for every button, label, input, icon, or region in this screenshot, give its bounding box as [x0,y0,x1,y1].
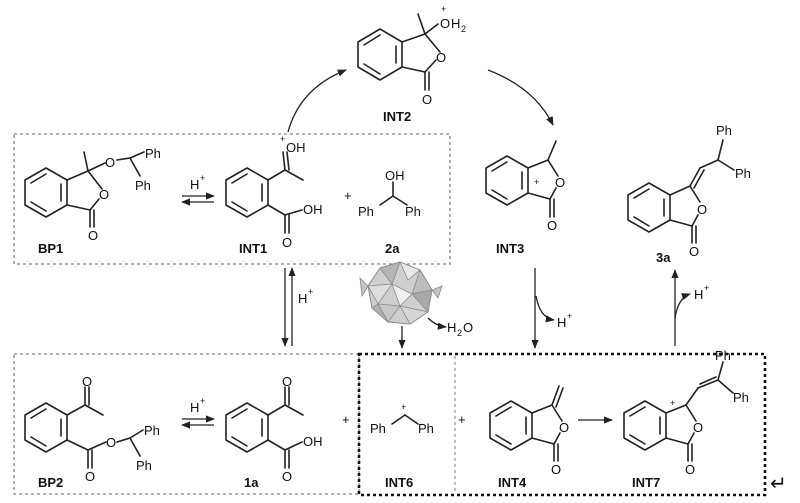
int2-carbonyl-oxygen: O [422,92,432,107]
int7-structure: + O O Ph Ph [623,348,749,477]
arrow-proton-loss-int3 [535,295,555,323]
int3-label: INT3 [496,241,524,256]
proton-charge-bp2-1a: + [200,396,205,406]
polyoxometalate-catalyst-icon [359,261,443,325]
3a-label: 3a [656,250,671,265]
int4-label: INT4 [498,475,527,490]
int1-acid-oxygen: O [282,235,292,250]
int3-ring-oxygen: O [555,175,565,190]
bp2-structure: O O O Ph Ph [24,374,160,484]
int6-ph-left: Ph [370,421,386,436]
proton-int1-1a: H [298,291,307,306]
product-3a-structure: O O Ph Ph [627,123,751,259]
int7-charge: + [670,398,675,408]
bottom-left-equilibrium-box [13,353,360,495]
bp1-carbonyl-oxygen: O [88,228,98,243]
bp1-ph-top: Ph [145,146,161,161]
1a-ketone-oxygen: O [282,374,292,389]
int2-oxonium-sub: 2 [461,24,466,34]
3a-carbonyl-oxygen: O [689,244,699,259]
2a-ph-left: Ph [358,204,374,219]
equilibrium-arrow-bp1-int1: H + [181,173,215,206]
equilibrium-arrow-bp2-1a: H + [181,396,215,429]
int2-oxonium-o: O [440,16,450,31]
int6-label: INT6 [385,475,413,490]
int4-carbonyl-oxygen: O [551,462,561,477]
arrow-int2-to-int3 [487,69,554,126]
int2-structure: O O O H 2 + [357,4,466,107]
3a-ring-oxygen: O [697,202,707,217]
water-sub: 2 [457,328,462,338]
bp1-structure: O O O Ph Ph [24,146,161,243]
proton-charge-int1-1a: + [308,287,313,297]
int1-structure: OH + OH O [225,134,323,250]
int1-label: INT1 [239,241,267,256]
water-o: O [463,320,473,335]
plus-int1-2a: + [344,188,352,203]
arrow-proton-loss-int7 [674,293,691,319]
int7-ring-oxygen: O [693,420,703,435]
bp2-carbonyl-oxygen: O [85,469,95,484]
int2-ring-oxygen: O [436,50,446,65]
int6-ph-right: Ph [418,421,434,436]
bp2-ph-bottom: Ph [136,458,152,473]
proton-bp1-int1: H [190,177,199,192]
proton-int3: H [557,315,566,330]
3a-ph-right: Ph [735,166,751,181]
top-left-equilibrium-box [13,133,451,265]
3a-ph-top: Ph [716,123,732,138]
int1-charge: + [280,134,285,144]
int1-acid-oh: OH [303,202,323,217]
int7-carbonyl-oxygen: O [685,462,695,477]
bp2-label: BP2 [38,475,63,490]
2a-oh: OH [385,168,405,183]
water-h: H [447,320,456,335]
bp1-ether-oxygen: O [105,155,115,170]
int4-ring-oxygen: O [559,420,569,435]
plus-int6-int4: + [458,412,466,427]
proton-charge-bp1-int1: + [200,173,205,183]
equilibrium-arrow-int1-1a: H + [281,267,313,347]
int1-protonated-oxygen: OH [286,140,306,155]
bp2-ph-top: Ph [144,423,160,438]
proton-charge-int3: + [567,311,572,321]
water-label: H 2 O [447,320,473,338]
int3-charge: + [534,177,539,187]
proton-bp2-1a: H [190,400,199,415]
1a-label: 1a [244,475,259,490]
plus-1a-int6: + [342,412,350,427]
int2-oxonium-h: H [451,16,460,31]
bp1-ring-oxygen: O [99,187,109,202]
int7-ph-top: Ph [715,348,731,363]
int4-structure: O O [489,385,569,477]
bp2-ester-oxygen: O [106,435,116,450]
int7-label: INT7 [632,475,660,490]
2a-ph-right: Ph [405,204,421,219]
int6-structure: + Ph Ph [370,402,434,436]
int2-oxonium-charge: + [441,4,446,14]
int7-ph-right: Ph [733,390,749,405]
proton-charge-int7: + [704,283,709,293]
int3-structure: + O O [485,140,565,233]
int3-carbonyl-oxygen: O [547,218,557,233]
bp2-ketone-oxygen: O [82,374,92,389]
bp1-ph-bottom: Ph [135,178,151,193]
substrate-1a-structure: O OH O [225,374,323,484]
arrow-int1-to-int2 [287,69,347,133]
proton-int7: H [694,287,703,302]
bp1-label: BP1 [38,241,63,256]
2a-label: 2a [385,241,400,256]
1a-acid-oxygen: O [282,469,292,484]
reactive-intermediates-box [357,352,767,497]
int6-charge: + [401,402,406,412]
1a-acid-oh: OH [303,434,323,449]
return-mark: ↵ [770,473,787,495]
benzhydrol-2a-structure: OH Ph Ph [358,168,421,219]
arrow-water-release [427,317,447,330]
int2-label: INT2 [383,109,411,124]
